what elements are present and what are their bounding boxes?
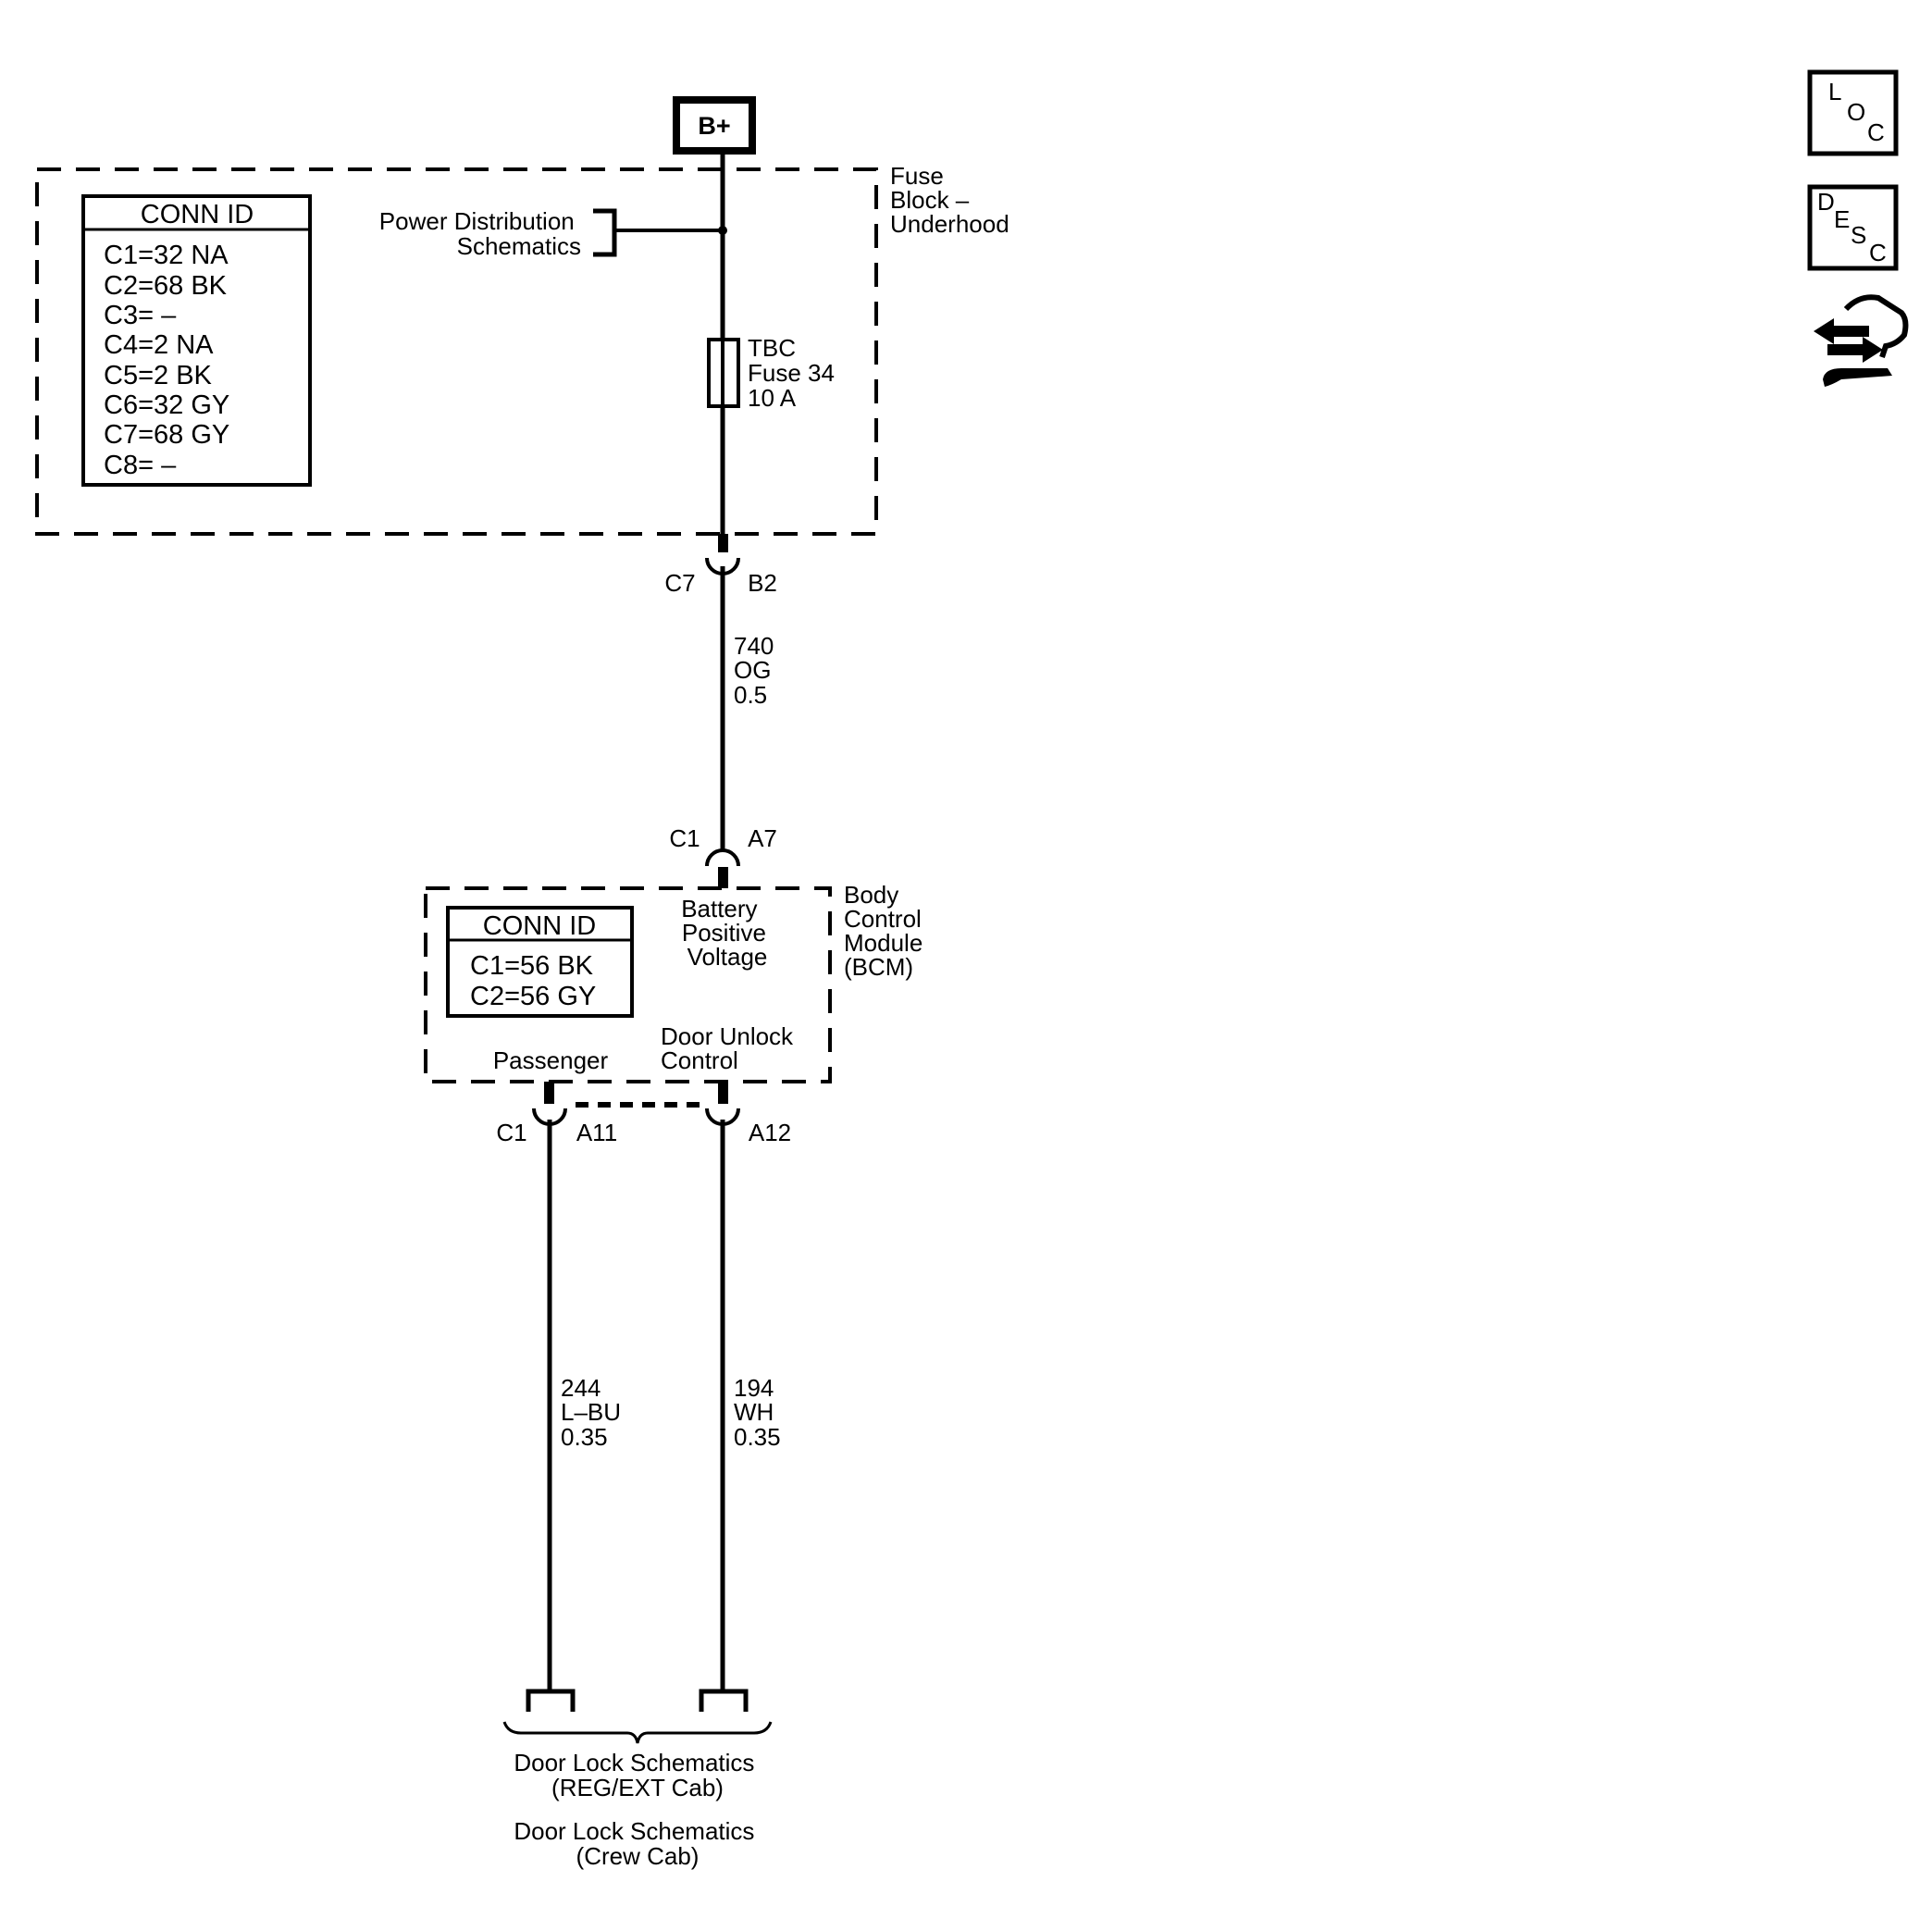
connector-swap-icon[interactable]: [1814, 294, 1909, 387]
conn-row: C7=68 GY: [104, 420, 229, 450]
wire-194-label: 194 WH 0.35: [734, 1374, 781, 1451]
door-unlock-control-label: Door Unlock Control: [661, 1022, 799, 1074]
fuse-block-underhood: Fuse Block – Underhood: [35, 162, 1009, 536]
connector-c1-outputs: C1 A11 A12: [496, 1082, 791, 1146]
connector-c1-a7: C1 A7: [669, 824, 777, 888]
battery-positive-voltage-label: Battery Positive Voltage: [681, 895, 773, 971]
fuse-34: TBC Fuse 34 10 A: [707, 334, 841, 412]
bcm-name: Body Control Module (BCM): [844, 881, 930, 981]
fuse-label: TBC Fuse 34 10 A: [748, 334, 841, 412]
conn-row: C3= –: [104, 301, 177, 330]
desc-icon[interactable]: D E S C: [1807, 184, 1899, 271]
pin-id: A11: [576, 1119, 617, 1146]
wire-244-label: 244 L–BU 0.35: [561, 1374, 627, 1451]
power-distribution-label[interactable]: Power Distribution Schematics: [379, 207, 581, 260]
wire-194: 194 WH 0.35: [720, 1120, 781, 1691]
connector-id: C1: [669, 824, 700, 852]
fuse-block-conn-id-title: CONN ID: [141, 200, 254, 229]
wire-740-label: 740 OG 0.5: [734, 632, 781, 709]
wire-terminals: [502, 1689, 773, 1744]
svg-text:E: E: [1834, 205, 1850, 233]
svg-text:L: L: [1828, 78, 1841, 105]
conn-row: C2=56 GY: [470, 982, 596, 1011]
loc-icon[interactable]: L O C: [1807, 69, 1899, 156]
passenger-label: Passenger: [493, 1046, 609, 1074]
conn-row: C4=2 NA: [104, 330, 214, 360]
svg-text:C: C: [1867, 118, 1885, 146]
svg-text:S: S: [1851, 221, 1866, 249]
conn-row: C2=68 BK: [104, 271, 228, 301]
svg-text:D: D: [1817, 188, 1835, 216]
wire-740: 740 OG 0.5: [720, 566, 781, 849]
door-lock-crew-label[interactable]: Door Lock Schematics (Crew Cab): [514, 1817, 761, 1870]
body-control-module: Body Control Module (BCM) Battery Positi…: [424, 881, 930, 1083]
wire-244: 244 L–BU 0.35: [547, 1120, 627, 1691]
fuse-block-name: Fuse Block – Underhood: [890, 162, 1009, 238]
battery-positive-source: B+: [673, 96, 756, 155]
conn-row: C6=32 GY: [104, 390, 229, 420]
connector-id: C1: [496, 1119, 526, 1146]
pin-id: A7: [748, 824, 777, 852]
connector-id: C7: [664, 569, 695, 597]
conn-row: C1=32 NA: [104, 241, 229, 270]
connector-c7-b2: C7 B2: [664, 534, 777, 597]
pin-id: B2: [748, 569, 777, 597]
fuse-block-conn-id-table: CONN ID C1=32 NA C2=68 BK C3= – C4=2 NA …: [81, 194, 312, 487]
bplus-label: B+: [698, 112, 730, 140]
bcm-conn-id-table: CONN ID C1=56 BK C2=56 GY: [446, 906, 634, 1018]
bcm-conn-id-title: CONN ID: [483, 911, 596, 941]
conn-row: C8= –: [104, 451, 177, 480]
conn-row: C1=56 BK: [470, 951, 594, 981]
svg-text:O: O: [1847, 98, 1865, 126]
pin-id: A12: [749, 1119, 791, 1146]
power-distribution-reference: Power Distribution Schematics: [379, 207, 723, 260]
door-lock-destinations: Door Lock Schematics (REG/EXT Cab) Door …: [514, 1749, 761, 1870]
door-lock-reg-ext-label[interactable]: Door Lock Schematics (REG/EXT Cab): [514, 1749, 761, 1801]
svg-text:C: C: [1869, 239, 1887, 266]
conn-row: C5=2 BK: [104, 361, 213, 390]
